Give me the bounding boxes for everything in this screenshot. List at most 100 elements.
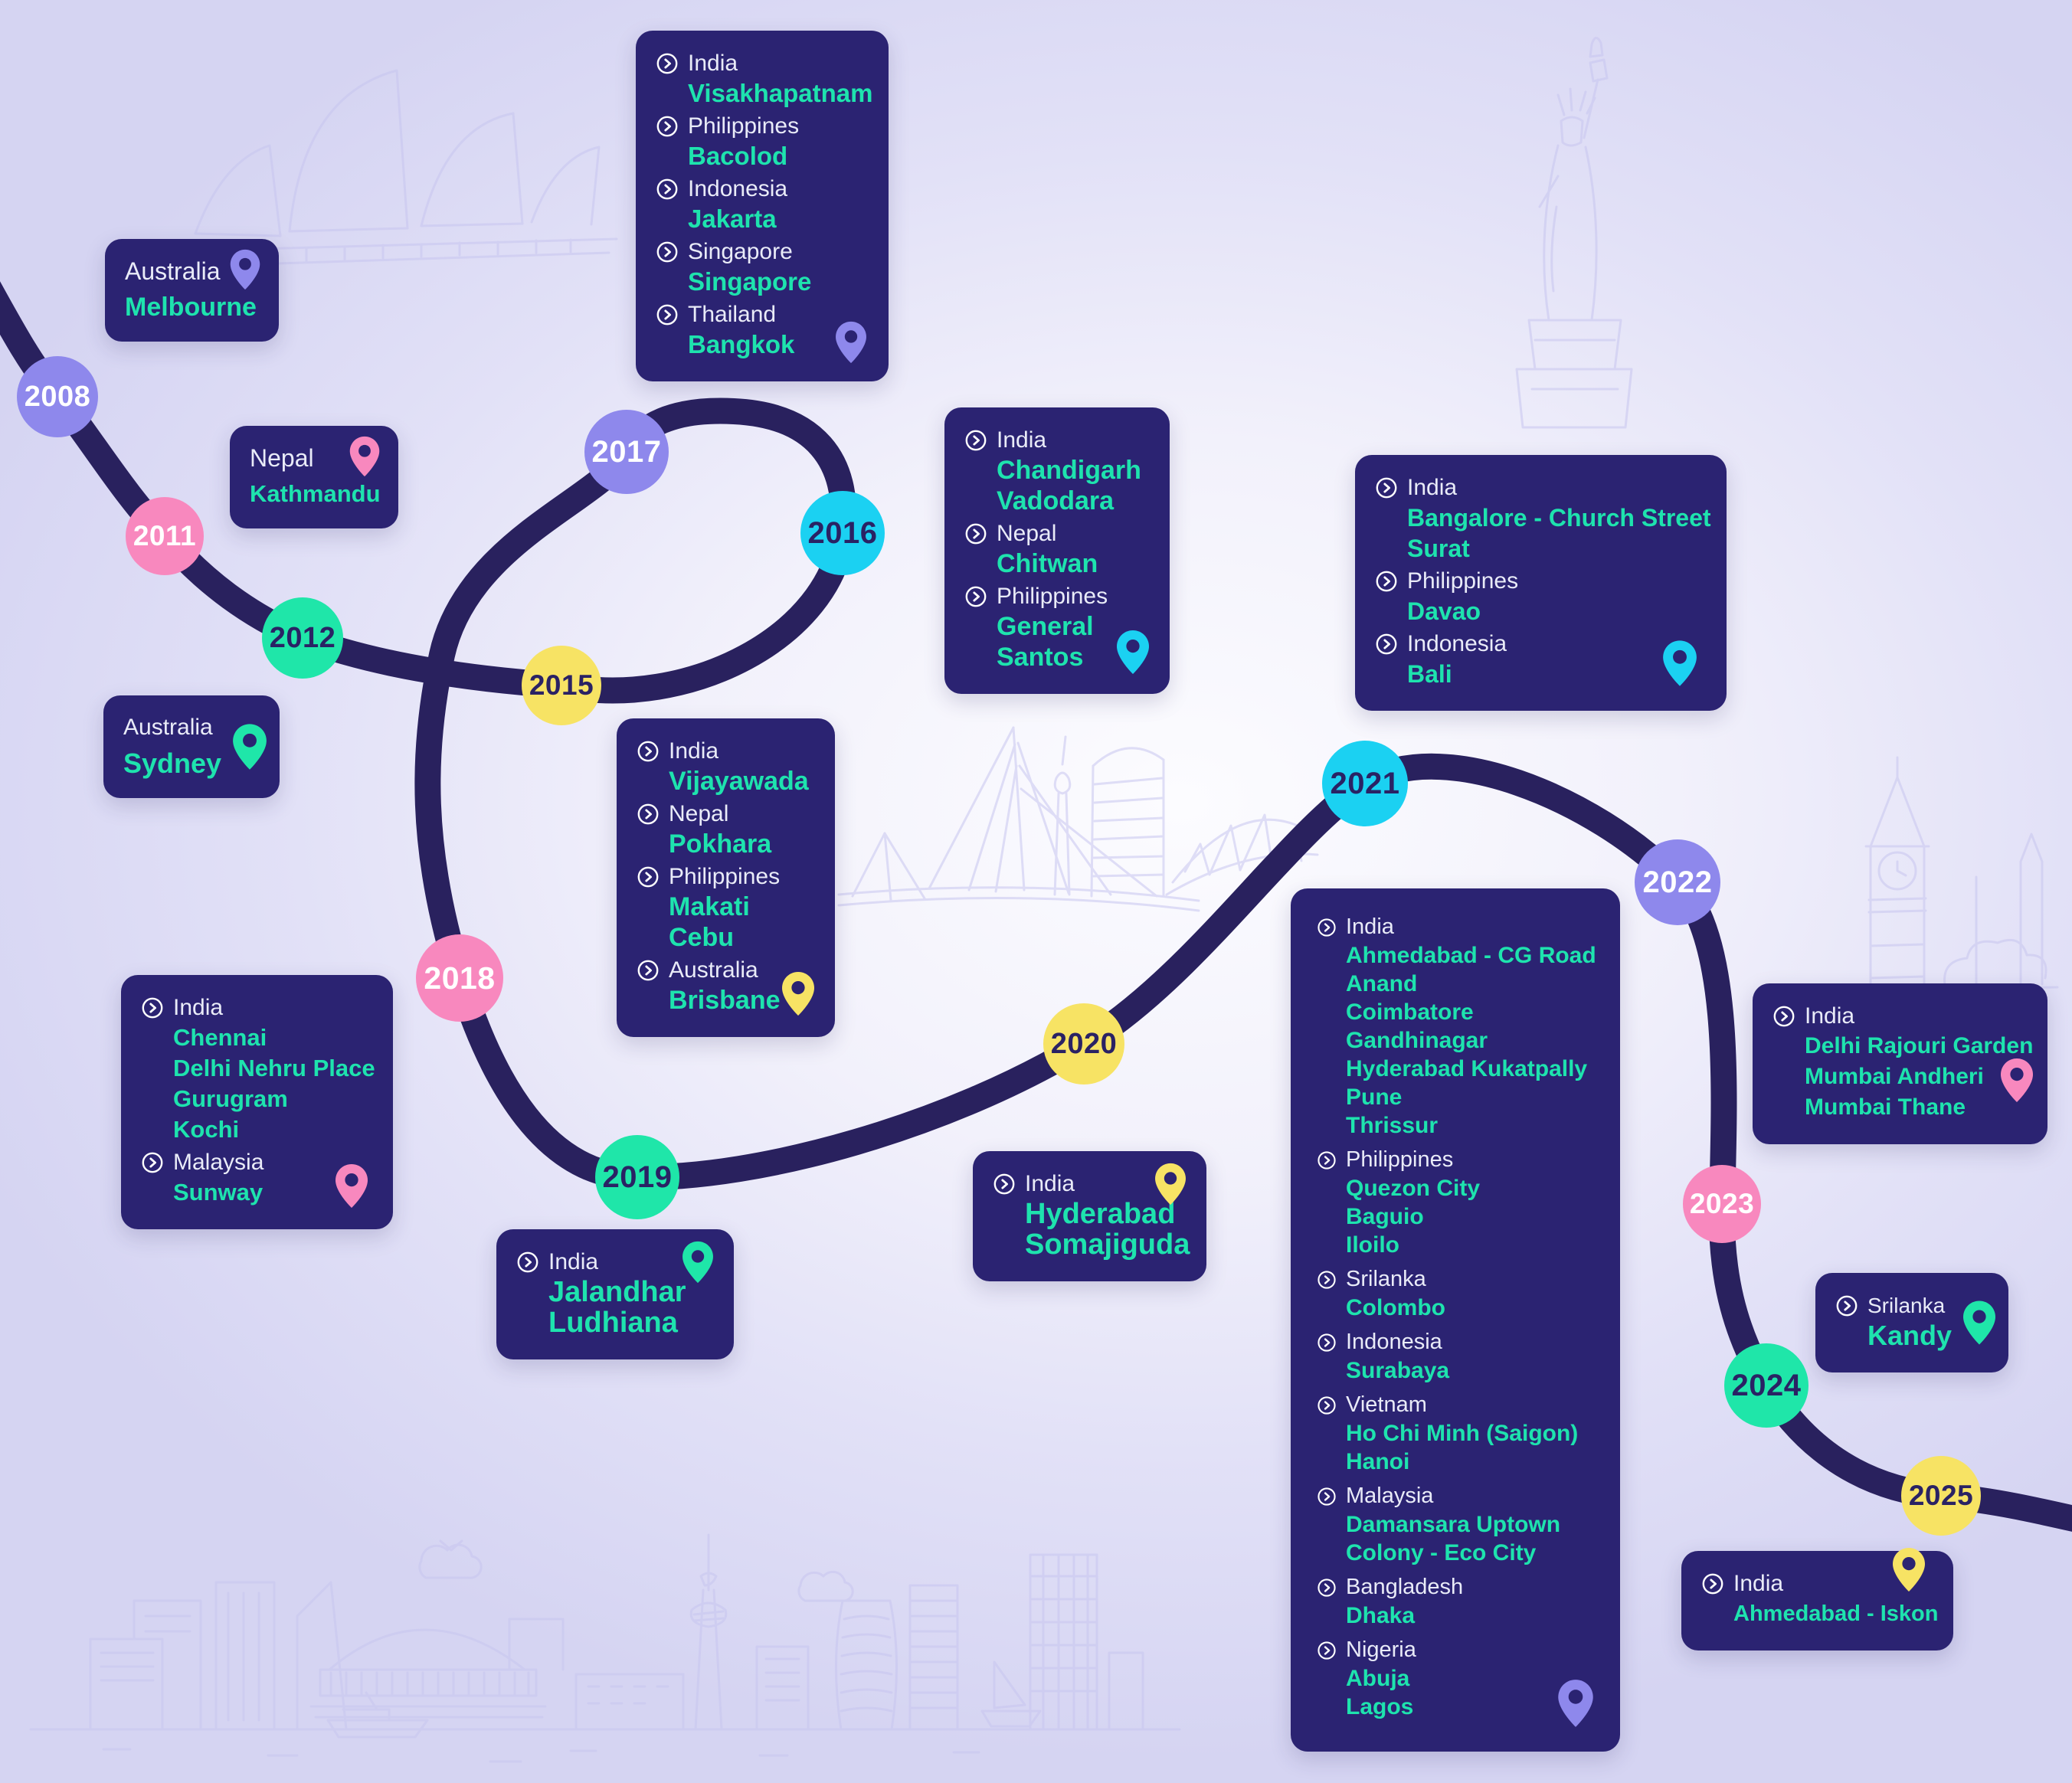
city-label: Ho Chi Minh (Saigon): [1346, 1421, 1579, 1446]
year-marker-2021: 2021: [1322, 741, 1408, 826]
year-marker-2015: 2015: [522, 646, 601, 725]
country-label: Malaysia: [173, 1150, 264, 1175]
city-label: Vadodara: [997, 486, 1115, 515]
city-label: Hanoi: [1346, 1449, 1410, 1474]
country-label: Nepal: [250, 444, 314, 472]
country-label: Australia: [125, 257, 221, 285]
city-label: Abuja: [1346, 1666, 1410, 1691]
location-pin-icon: [1153, 1162, 1188, 1206]
location-pin-icon: [1661, 639, 1699, 688]
country-label: Bangladesh: [1346, 1575, 1464, 1599]
location-pin-icon: [333, 1163, 370, 1209]
country-label: Philippines: [669, 864, 781, 889]
country-label: Philippines: [1346, 1147, 1454, 1172]
chevron-circle-icon: [1375, 476, 1398, 499]
chevron-circle-icon: [964, 429, 987, 452]
country-label: Nepal: [669, 801, 729, 826]
chevron-circle-icon: [1317, 1578, 1337, 1598]
country-label: Philippines: [1407, 568, 1519, 594]
city-label: Bali: [1407, 660, 1452, 688]
chevron-circle-icon: [637, 803, 660, 826]
country-label: India: [669, 738, 719, 764]
chevron-circle-icon: [1317, 1333, 1337, 1353]
location-pin-icon: [1961, 1300, 1998, 1346]
city-label: Mumbai Andheri: [1805, 1064, 1984, 1089]
city-label: Anand: [1346, 971, 1418, 996]
city-label: Bangalore - Church Street: [1407, 504, 1711, 532]
city-label: Pune: [1346, 1085, 1403, 1110]
country-label: Philippines: [997, 584, 1108, 609]
chevron-circle-icon: [1701, 1572, 1724, 1595]
city-label: Davao: [1407, 597, 1481, 625]
city-label: Bangkok: [688, 330, 795, 358]
location-pin-icon: [780, 970, 817, 1017]
country-label: Thailand: [688, 302, 777, 327]
city-label: Ahmedabad - Iskon: [1733, 1601, 1939, 1626]
chevron-circle-icon: [637, 959, 660, 982]
country-label: Srilanka: [1867, 1294, 1946, 1317]
city-label: Mumbai Thane: [1805, 1094, 1966, 1120]
city-label: Delhi Nehru Place: [173, 1055, 375, 1081]
year-marker-2022: 2022: [1635, 839, 1720, 925]
city-label: Baguio: [1346, 1204, 1424, 1229]
country-label: Indonesia: [1407, 631, 1507, 656]
city-label: Delhi Rajouri Garden: [1805, 1033, 2034, 1058]
city-label: Jakarta: [688, 204, 777, 233]
country-label: India: [1733, 1571, 1784, 1596]
chevron-circle-icon: [1375, 633, 1398, 656]
city-label: Vijayawada: [669, 767, 809, 796]
city-label: Coimbatore: [1346, 999, 1474, 1025]
location-pin-icon: [1890, 1546, 1927, 1593]
year-marker-2024: 2024: [1724, 1343, 1808, 1428]
city-label: Gurugram: [173, 1085, 288, 1112]
country-label: India: [1407, 475, 1458, 500]
country-label: Indonesia: [1346, 1330, 1442, 1354]
year-marker-2008: 2008: [17, 356, 98, 437]
chevron-circle-icon: [141, 996, 164, 1019]
location-pin-icon: [833, 320, 869, 365]
city-label: Dhaka: [1346, 1603, 1416, 1628]
city-label: Thrissur: [1346, 1113, 1439, 1138]
city-label: Ludhiana: [548, 1307, 678, 1339]
city-label: Gandhinagar: [1346, 1028, 1488, 1053]
city-label: Sydney: [123, 748, 222, 779]
chevron-circle-icon: [656, 52, 679, 75]
location-pin-icon: [680, 1240, 715, 1284]
city-label: Bacolod: [688, 142, 788, 170]
city-label: Kochi: [173, 1116, 240, 1143]
country-label: Singapore: [688, 239, 793, 264]
country-label: Srilanka: [1346, 1267, 1426, 1291]
year-marker-2025: 2025: [1901, 1456, 1981, 1536]
chevron-circle-icon: [516, 1251, 539, 1274]
country-label: India: [1346, 914, 1394, 939]
city-label: Quezon City: [1346, 1176, 1481, 1201]
city-label: Kandy: [1867, 1320, 1953, 1351]
country-label: India: [1805, 1003, 1855, 1029]
chevron-circle-icon: [656, 178, 679, 201]
city-label: Pokhara: [669, 829, 772, 859]
